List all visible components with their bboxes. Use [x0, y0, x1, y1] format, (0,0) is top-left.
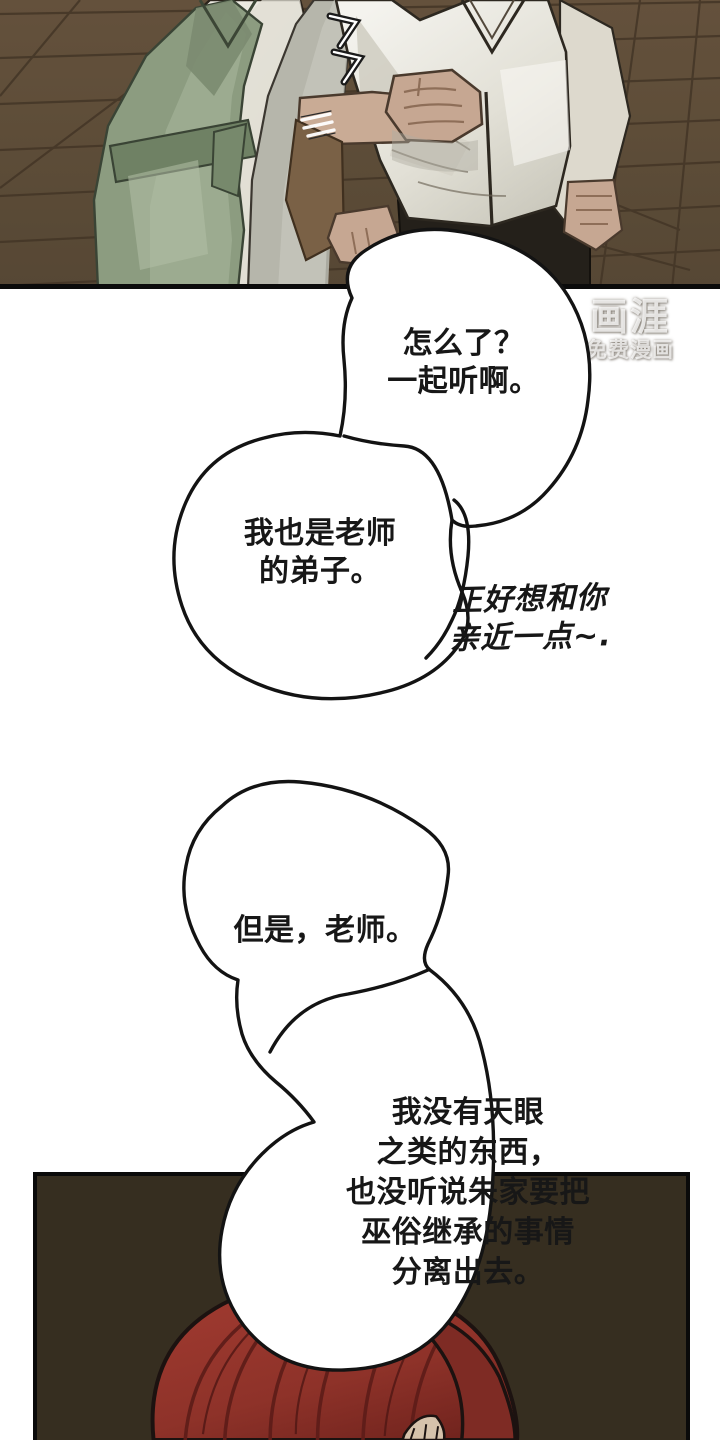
bubble-5-text: 我没有天眼 之类的东西， 也没听说朱家要把 巫俗继承的事情 分离出去。: [346, 1095, 590, 1290]
watermark: 画涯 免费漫画: [565, 298, 695, 383]
panel-top-artwork: [0, 0, 720, 284]
watermark-subtitle: 免费漫画: [586, 338, 674, 362]
bubble-3-text: 正好想和你 亲近一点~.: [448, 580, 613, 658]
bubble-4-text: 但是，老师。: [233, 913, 417, 948]
bubble-2-text: 我也是老师 的弟子。: [243, 516, 397, 590]
bubble-1-text: 怎么了？ 一起听啊。: [387, 326, 540, 400]
panel-top: [0, 0, 720, 289]
watermark-title: 画涯: [589, 295, 670, 339]
